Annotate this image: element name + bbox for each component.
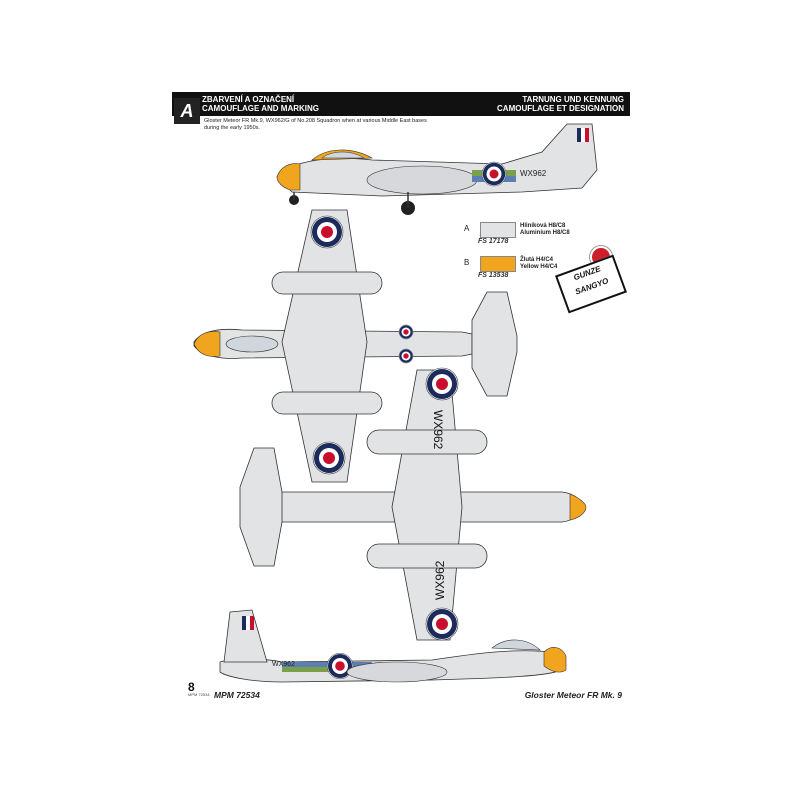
aircraft-drawings: WX962 — [193, 123, 598, 683]
aluminium-swatch — [480, 222, 516, 238]
yellow-fs-code: FS 13538 — [478, 272, 509, 279]
yellow-swatch — [480, 256, 516, 272]
kit-code: MPM 72534 — [214, 690, 260, 700]
header-title-fr: CAMOUFLAGE ET DESIGNATION — [497, 104, 624, 113]
svg-text:WX962: WX962 — [520, 169, 547, 178]
header-title-de: TARNUNG UND KENNUNG — [522, 95, 624, 104]
aircraft-description: Gloster Meteor FR Mk.9, WX962/G of No.20… — [204, 118, 427, 131]
paint-marker-b: B — [464, 258, 470, 267]
header-left: ZBARVENÍ A OZNAČENÍ CAMOUFLAGE AND MARKI… — [202, 95, 319, 113]
side-view-right-profile: WX962 — [219, 609, 567, 683]
page-number: 8 — [188, 680, 195, 694]
model-title: Gloster Meteor FR Mk. 9 — [524, 690, 622, 700]
brand-logo: A — [174, 98, 200, 124]
top-plan-view — [193, 209, 518, 483]
header-title-cz: ZBARVENÍ A OZNAČENÍ — [202, 95, 295, 104]
aluminium-fs-code: FS 17178 — [478, 238, 509, 245]
paint-marker-a: A — [464, 224, 470, 233]
svg-text:WX962: WX962 — [272, 661, 295, 668]
instruction-sheet: A ZBARVENÍ A OZNAČENÍ CAMOUFLAGE AND MAR… — [172, 92, 630, 702]
bottom-plan-view: WX962 WX962 — [239, 367, 587, 641]
page-number-sub: MPM 72534 — [188, 692, 210, 697]
svg-text:WX962: WX962 — [431, 410, 445, 450]
header-bar — [172, 92, 630, 116]
side-view-left-profile: WX962 — [276, 123, 598, 215]
header-right: TARNUNG UND KENNUNG CAMOUFLAGE ET DESIGN… — [497, 95, 624, 113]
svg-text:WX962: WX962 — [433, 560, 447, 600]
header-title-en: CAMOUFLAGE AND MARKING — [202, 104, 320, 113]
